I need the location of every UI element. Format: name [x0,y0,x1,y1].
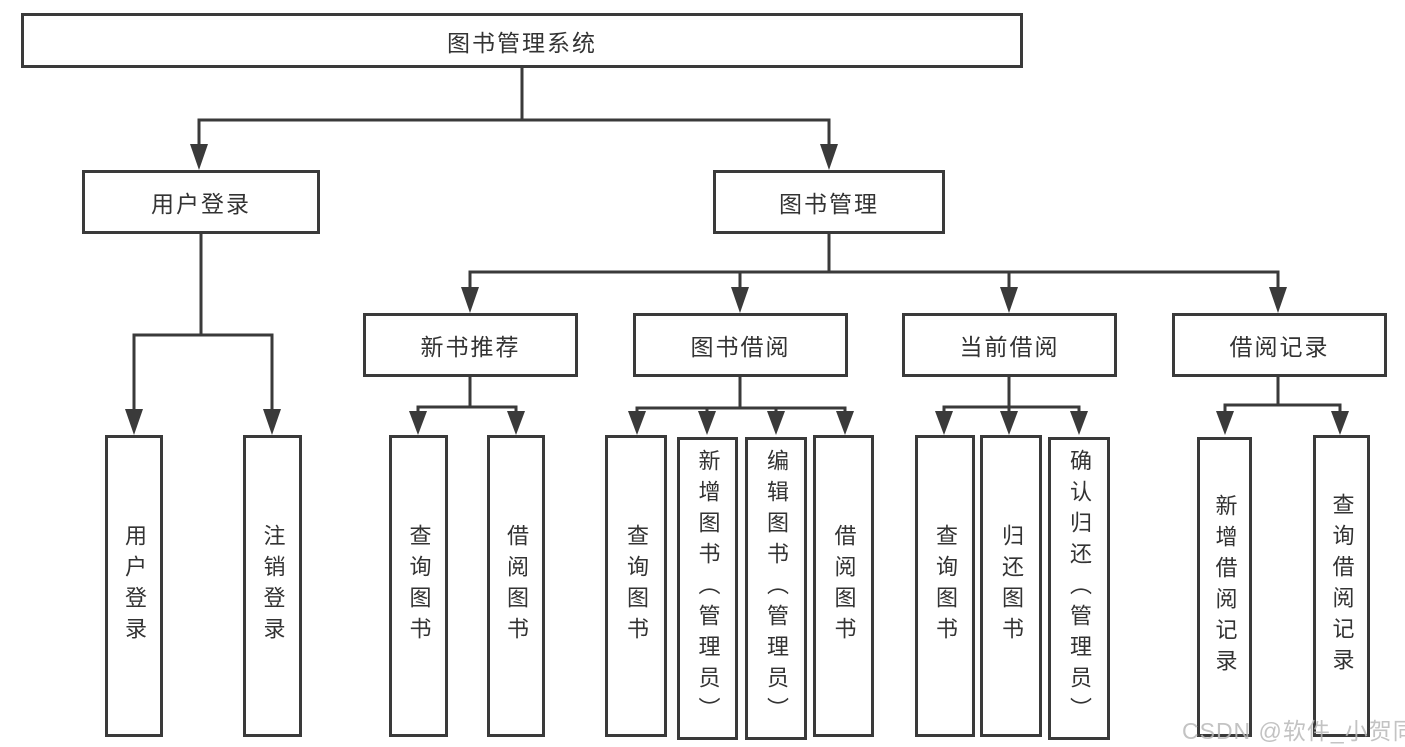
node-edit-book-admin: 编辑图书（管理员） [745,437,807,740]
arrow-icon [1000,411,1018,435]
connector-path [132,66,1342,415]
node-query-books-borrowing: 查询图书 [605,435,667,737]
arrow-icon [767,411,785,435]
node-query-books-recommend: 查询图书 [389,435,448,737]
node-add-borrow-record: 新增借阅记录 [1197,437,1252,737]
node-book-management: 图书管理 [713,170,945,234]
arrowheads [125,144,1349,435]
arrow-icon [190,144,208,170]
arrow-icon [125,409,143,435]
arrow-icon [1000,287,1018,313]
arrow-icon [836,411,854,435]
arrow-icon [731,287,749,313]
arrow-icon [507,411,525,435]
arrow-icon [820,144,838,170]
arrow-icon [935,411,953,435]
arrow-icon [409,411,427,435]
node-borrowing-records: 借阅记录 [1172,313,1387,377]
node-query-borrow-record: 查询借阅记录 [1313,435,1370,737]
arrow-icon [1269,287,1287,313]
node-return-books: 归还图书 [980,435,1042,737]
node-confirm-return-admin: 确认归还（管理员） [1048,437,1110,740]
node-book-borrowing: 图书借阅 [633,313,848,377]
node-user-login: 用户登录 [105,435,163,737]
csdn-watermark: CSDN @软件_小贺同学 [1182,718,1405,744]
node-user-login-group: 用户登录 [82,170,320,234]
arrow-icon [263,409,281,435]
node-query-books-current: 查询图书 [915,435,975,737]
node-logout: 注销登录 [243,435,302,737]
arrow-icon [1216,411,1234,435]
node-borrow-books-borrowing: 借阅图书 [813,435,874,737]
arrow-icon [628,411,646,435]
node-borrow-books-recommend: 借阅图书 [487,435,545,737]
arrow-icon [1331,411,1349,435]
node-new-book-recommend: 新书推荐 [363,313,578,377]
node-library-system: 图书管理系统 [21,13,1023,68]
arrow-icon [698,411,716,435]
arrow-icon [1070,411,1088,435]
arrow-icon [461,287,479,313]
node-current-borrowing: 当前借阅 [902,313,1117,377]
node-add-book-admin: 新增图书（管理员） [677,437,738,740]
